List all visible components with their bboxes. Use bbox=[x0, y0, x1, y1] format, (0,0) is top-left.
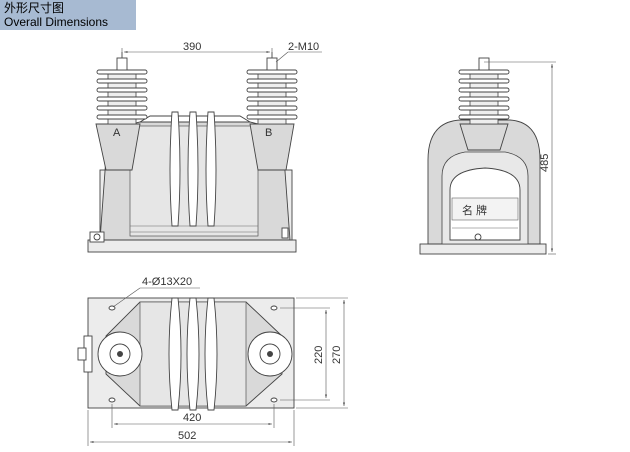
title-chinese: 外形尺寸图 bbox=[4, 1, 65, 15]
side-view: 名 牌 485 bbox=[419, 57, 556, 255]
terminal-b-label: B bbox=[265, 127, 272, 139]
dim-terminal-spacing: 390 bbox=[183, 41, 201, 53]
front-right-bushing bbox=[246, 52, 298, 125]
title-banner: 外形尺寸图 Overall Dimensions bbox=[0, 0, 136, 30]
label-bolts: 2-M10 bbox=[288, 41, 319, 53]
side-nameplate bbox=[451, 197, 519, 221]
top-view: 4-Ø13X20 420 502 220 270 bbox=[77, 276, 348, 446]
dim-inner-width: 420 bbox=[183, 412, 201, 424]
front-core-sheds bbox=[169, 111, 217, 227]
side-cone bbox=[459, 123, 509, 151]
dim-inner-depth: 220 bbox=[313, 346, 325, 364]
dim-outer-depth: 270 bbox=[331, 346, 343, 364]
label-holes: 4-Ø13X20 bbox=[142, 276, 192, 288]
side-ground-bolt bbox=[474, 233, 482, 241]
front-base-plate bbox=[87, 239, 297, 253]
nameplate-text: 名 牌 bbox=[462, 203, 487, 217]
dim-outer-width: 502 bbox=[178, 430, 196, 442]
terminal-a-label: A bbox=[113, 127, 121, 139]
dim-height: 485 bbox=[539, 154, 551, 172]
side-base-plate bbox=[419, 243, 547, 255]
top-core-sheds bbox=[168, 297, 218, 411]
side-bushing bbox=[458, 57, 510, 125]
front-ground-bolt bbox=[93, 233, 101, 241]
front-left-bushing bbox=[96, 52, 148, 125]
title-english: Overall Dimensions bbox=[4, 15, 109, 29]
front-view: A B 390 2-M10 bbox=[87, 41, 322, 253]
